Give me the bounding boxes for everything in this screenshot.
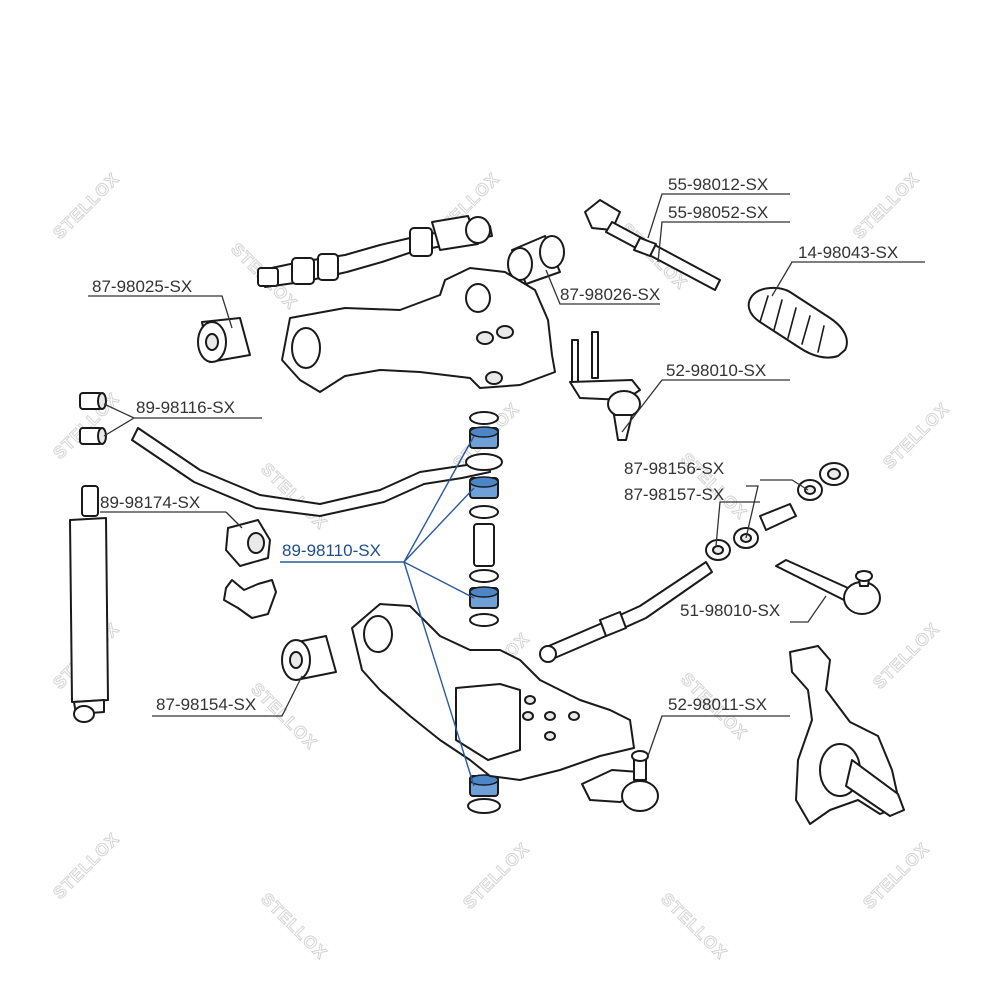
tie-rod-inner	[584, 199, 721, 291]
bushing-87-98025	[197, 317, 251, 363]
label-87-98156: 87-98156-SX	[624, 459, 724, 478]
ball-joint-lower-52-98011	[581, 750, 659, 812]
label-87-98157: 87-98157-SX	[624, 485, 724, 504]
leader-lines	[88, 193, 925, 787]
label-55-98012: 55-98012-SX	[668, 175, 768, 194]
sleeves-and-seals	[705, 462, 849, 561]
label-55-98052: 55-98052-SX	[668, 203, 768, 222]
stabilizer-bushing-89-98174	[223, 519, 277, 619]
watermark-text: STELLOX	[657, 889, 731, 963]
watermark-text: STELLOX	[879, 399, 953, 473]
watermark-text: STELLOX	[849, 169, 923, 243]
upper-arm-shaft	[257, 215, 493, 288]
watermark-text: STELLOX	[49, 169, 123, 243]
part-labels: 55-98012-SX 55-98052-SX 14-98043-SX 87-9…	[92, 175, 898, 714]
shock-absorber	[69, 485, 109, 723]
lower-control-arm	[351, 603, 635, 781]
label-14-98043: 14-98043-SX	[798, 243, 898, 262]
stabilizer-bushings	[79, 392, 107, 445]
label-52-98011: 52-98011-SX	[668, 695, 767, 714]
steering-boot-14-98043	[747, 286, 848, 359]
bushing-stack	[465, 411, 503, 627]
tie-rod-outer	[539, 561, 713, 663]
watermark-text: STELLOX	[257, 889, 331, 963]
stabilizer-bar	[131, 427, 491, 517]
label-89-98110: 89-98110-SX	[282, 541, 381, 560]
tie-rod-end-51-98010	[775, 559, 881, 615]
label-89-98116: 89-98116-SX	[136, 398, 235, 417]
watermark-text: STELLOX	[49, 829, 123, 903]
upper-control-arm	[281, 267, 556, 393]
ball-joint-upper-52-98010	[569, 331, 641, 441]
label-89-98174: 89-98174-SX	[100, 493, 200, 512]
steering-knuckle	[789, 645, 905, 825]
label-87-98154: 87-98154-SX	[156, 695, 256, 714]
label-52-98010: 52-98010-SX	[666, 361, 766, 380]
label-87-98025: 87-98025-SX	[92, 277, 192, 296]
label-87-98026: 87-98026-SX	[560, 285, 660, 304]
watermark-text: STELLOX	[459, 839, 533, 913]
label-51-98010: 51-98010-SX	[680, 601, 780, 620]
watermark-text: STELLOX	[859, 839, 933, 913]
watermark-text: STELLOX	[869, 619, 943, 693]
lower-bushing-stack	[467, 774, 501, 814]
bushing-87-98154	[281, 635, 337, 681]
bushing-87-98026	[507, 235, 565, 285]
